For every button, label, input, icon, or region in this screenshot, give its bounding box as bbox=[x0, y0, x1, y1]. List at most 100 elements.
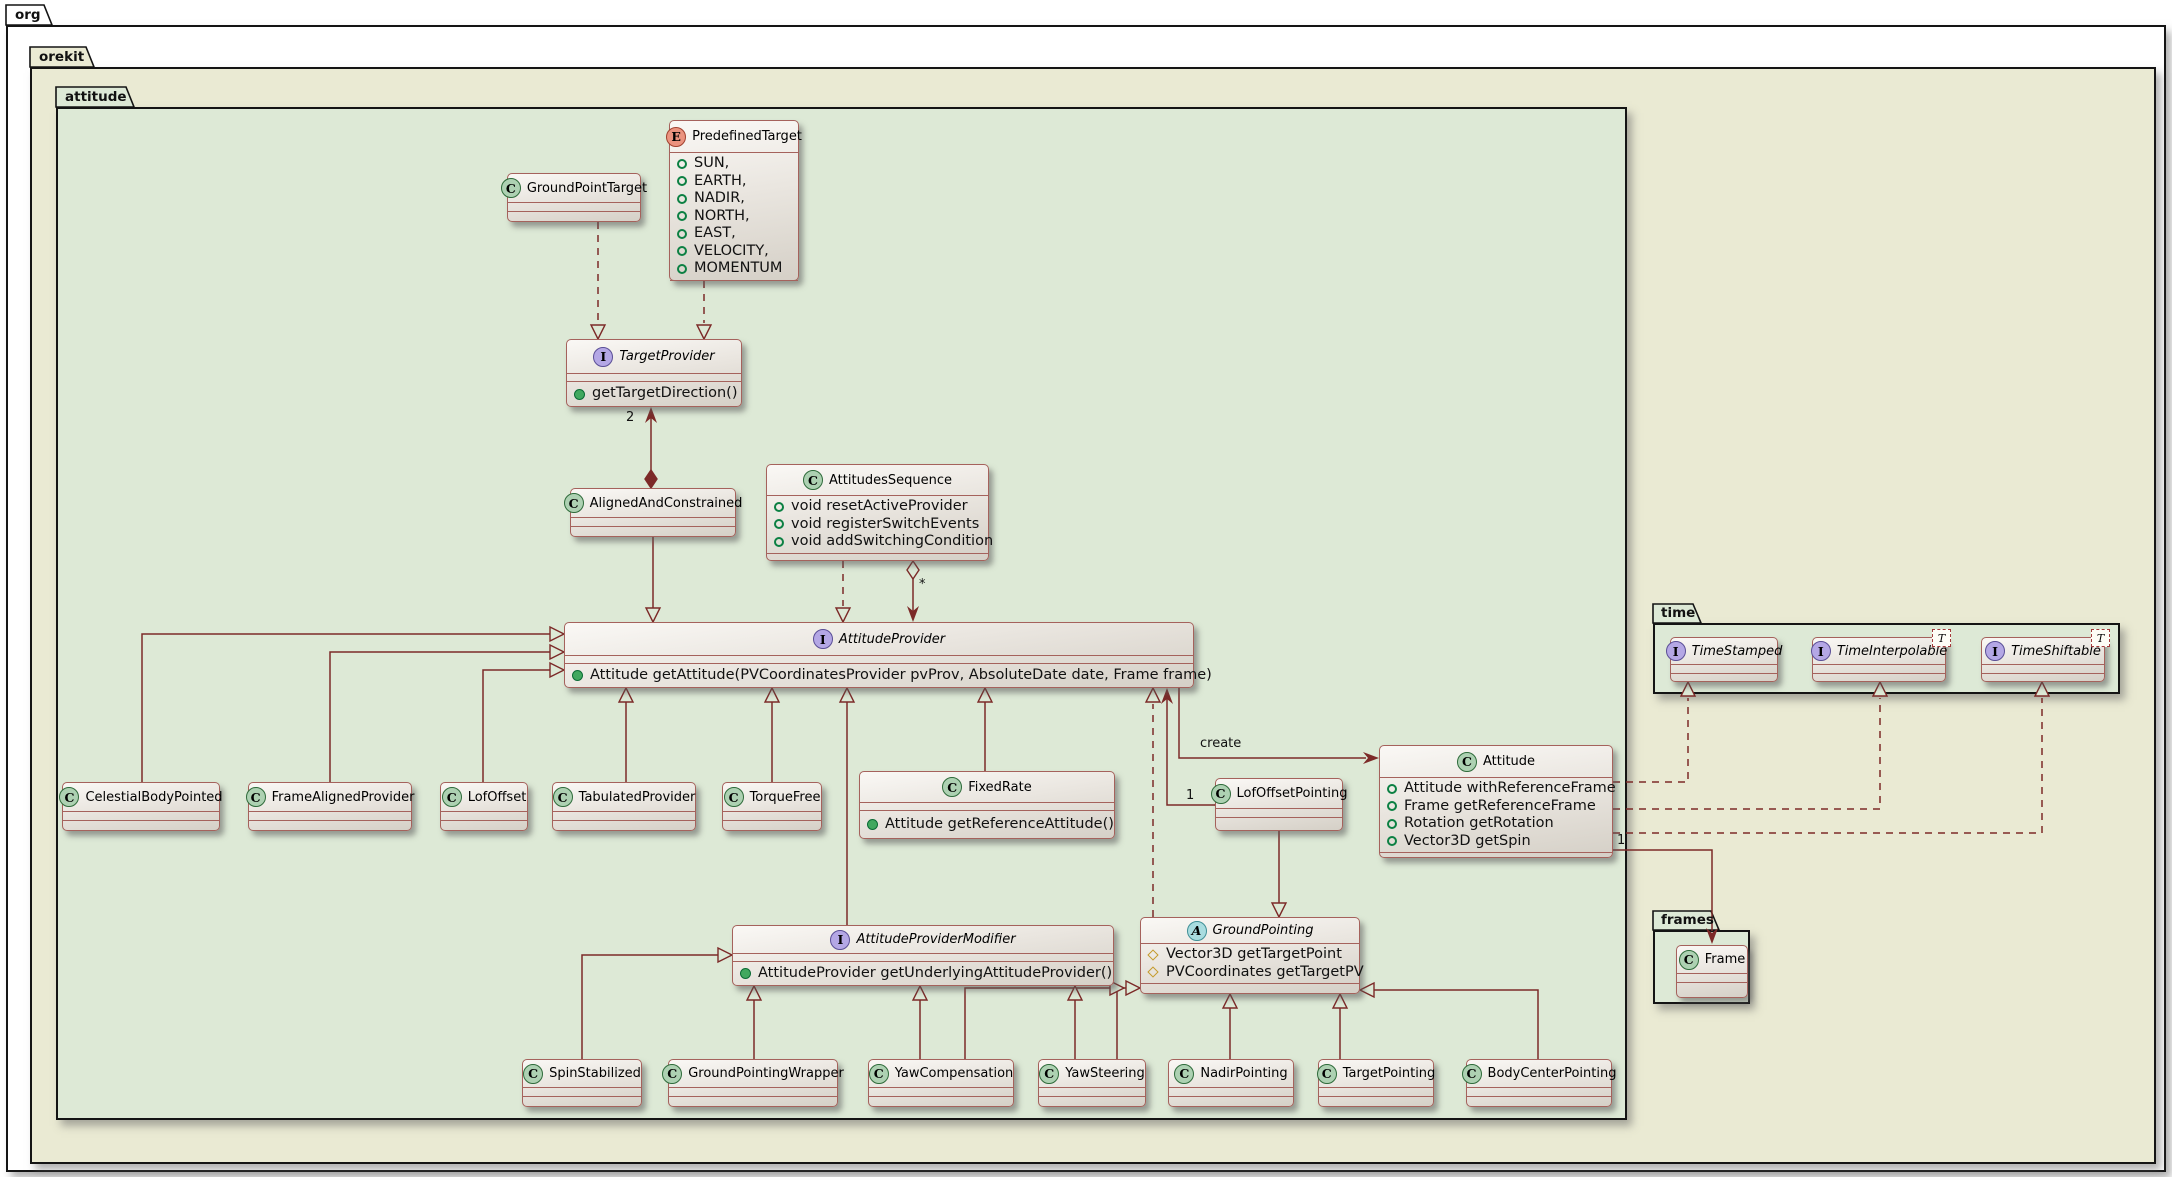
public-field-icon bbox=[677, 176, 687, 187]
class-name: AttitudeProvider bbox=[838, 631, 946, 647]
class-title: I TimeInterpolable bbox=[1810, 638, 1948, 664]
attributes-compartment bbox=[723, 811, 821, 820]
member-row: EARTH, bbox=[670, 173, 798, 191]
member-row: MOMENTUM bbox=[670, 260, 798, 278]
methods-compartment bbox=[1677, 982, 1747, 997]
public-field-icon bbox=[677, 263, 687, 274]
class-kind-letter: C bbox=[1683, 952, 1694, 967]
class-icon: C bbox=[723, 787, 744, 807]
attributes-compartment bbox=[1467, 1087, 1611, 1096]
member-row: void registerSwitchEvents bbox=[767, 516, 988, 534]
class-kind-letter: I bbox=[1672, 643, 1679, 659]
class-title: C TorqueFree bbox=[723, 783, 821, 811]
edge-label-star: * bbox=[919, 577, 926, 592]
class-kind-letter: I bbox=[819, 631, 826, 647]
methods-compartment bbox=[508, 211, 640, 221]
member-row: Frame getReferenceFrame bbox=[1380, 798, 1612, 816]
member-text: Attitude withReferenceFrame bbox=[1404, 780, 1616, 796]
edge-label-one_frame: 1 bbox=[1617, 833, 1626, 848]
member-row: Rotation getRotation bbox=[1380, 815, 1612, 833]
class-kind-letter: E bbox=[671, 129, 681, 144]
public-field-icon bbox=[677, 211, 687, 222]
methods-compartment bbox=[1467, 1096, 1611, 1106]
interface-icon: I bbox=[812, 629, 833, 649]
class-name: TargetProvider bbox=[619, 349, 715, 364]
class-name: GroundPointingWrapper bbox=[688, 1066, 844, 1081]
member-row: Attitude getAttitude(PVCoordinatesProvid… bbox=[565, 667, 1212, 685]
class-kind-letter: C bbox=[1466, 1066, 1477, 1081]
class-kind-letter: C bbox=[446, 789, 457, 805]
member-text: NADIR, bbox=[694, 190, 745, 206]
class-name: AttitudesSequence bbox=[829, 472, 952, 488]
bottom-compartment bbox=[1141, 983, 1359, 993]
class-icon: C bbox=[1678, 949, 1699, 970]
class-name: TabulatedProvider bbox=[578, 789, 696, 805]
class-kind-letter: C bbox=[808, 472, 818, 488]
class-icon: C bbox=[1456, 751, 1477, 772]
methods-compartment bbox=[1982, 673, 2104, 681]
attributes-compartment bbox=[249, 811, 411, 820]
class-kind-letter: C bbox=[1179, 1066, 1190, 1081]
public-field-icon bbox=[677, 158, 687, 169]
class-kind-letter: C bbox=[1321, 1066, 1332, 1081]
class-kind-letter: A bbox=[1191, 923, 1202, 938]
uml-class-torquefree: C TorqueFree bbox=[722, 782, 822, 831]
class-kind-letter: I bbox=[837, 932, 844, 947]
class-name: CelestialBodyPointed bbox=[85, 789, 223, 805]
class-name: Attitude bbox=[1482, 754, 1536, 769]
member-text: NORTH, bbox=[694, 207, 750, 224]
class-icon: C bbox=[245, 787, 266, 807]
methods-compartment bbox=[553, 820, 695, 830]
methods-compartment bbox=[669, 1096, 837, 1106]
class-name: LofOffsetPointing bbox=[1236, 786, 1348, 801]
methods-compartment bbox=[1813, 673, 1945, 681]
class-kind-letter: C bbox=[873, 1066, 884, 1081]
class-name: FixedRate bbox=[968, 779, 1032, 795]
class-title: C AttitudesSequence bbox=[767, 465, 988, 495]
enum-icon: E bbox=[666, 126, 687, 147]
package-tab-label-attitude: attitude bbox=[65, 89, 127, 105]
member-row: AttitudeProvider getUnderlyingAttitudePr… bbox=[733, 965, 1113, 983]
attributes-compartment bbox=[565, 655, 1193, 663]
attributes-compartment bbox=[508, 202, 640, 211]
member-row: Vector3D getTargetPoint bbox=[1141, 946, 1359, 964]
member-text: Rotation getRotation bbox=[1404, 815, 1554, 831]
member-row: Attitude withReferenceFrame bbox=[1380, 780, 1616, 798]
member-row: PVCoordinates getTargetPV bbox=[1141, 964, 1364, 982]
class-name: TorqueFree bbox=[749, 789, 821, 805]
public-field-icon bbox=[1387, 836, 1397, 847]
member-text: Vector3D getSpin bbox=[1404, 832, 1531, 849]
interface-icon: I bbox=[1810, 641, 1831, 661]
member-row: getTargetDirection() bbox=[567, 385, 741, 403]
member-row: Attitude getReferenceAttitude() bbox=[860, 816, 1114, 834]
member-row: void resetActiveProvider bbox=[767, 498, 988, 516]
edge-label-one_lof: 1 bbox=[1186, 788, 1195, 803]
public-field-icon bbox=[1387, 818, 1397, 829]
class-name: TimeInterpolable bbox=[1836, 643, 1948, 659]
member-text: Attitude getReferenceAttitude() bbox=[885, 815, 1114, 832]
methods-compartment bbox=[571, 526, 735, 536]
class-icon: C bbox=[1174, 1063, 1195, 1084]
member-text: MOMENTUM bbox=[694, 260, 783, 276]
attributes-compartment bbox=[1677, 973, 1747, 982]
attributes-compartment bbox=[733, 953, 1113, 961]
